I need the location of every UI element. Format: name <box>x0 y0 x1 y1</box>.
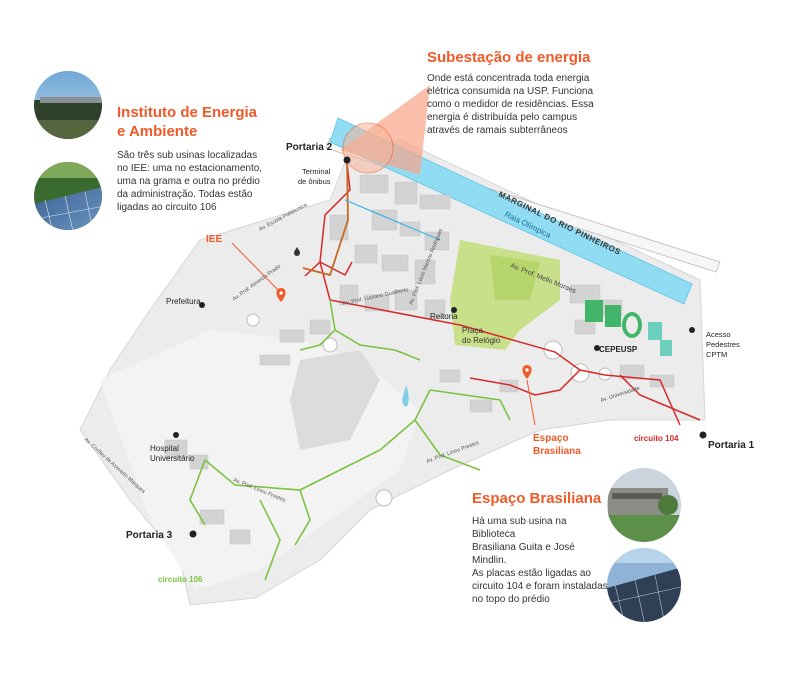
park-2 <box>490 255 540 300</box>
substation-desc-line: como o medidor de residências. Essa <box>427 99 594 110</box>
brasiliana-description: Há uma sub usina na Biblioteca Brasilian… <box>472 515 612 606</box>
terminal-label-2: de ônibus <box>298 177 331 186</box>
iee-desc-line: ligadas ao circuito 106 <box>117 202 217 213</box>
hospital-label-2: Universitário <box>150 454 195 463</box>
acesso-label-3: CPTM <box>706 350 727 359</box>
blue-line <box>344 199 441 241</box>
brasiliana-desc-line: Brasiliana Guita e José Mindlin. <box>472 542 575 566</box>
brasiliana-pin <box>522 365 532 379</box>
espaco-map-label-2: Brasiliana <box>533 446 581 457</box>
substation-desc-line: através de ramais subterrâneos <box>427 125 568 136</box>
iee-pin <box>276 288 286 302</box>
iee-title-line2: e Ambiente <box>117 123 198 140</box>
buildings <box>164 174 675 545</box>
circuit-106-lines <box>189 299 511 581</box>
substation-circle <box>342 122 394 174</box>
portaria3-label: Portaria 3 <box>126 530 173 541</box>
brasiliana-desc-line: As placas estão ligadas ao <box>472 568 591 579</box>
hospital-label-1: Hospital <box>150 444 179 453</box>
terminal-label-1: Terminal <box>302 167 331 176</box>
praca-label-2: do Relógio <box>462 336 501 345</box>
portaria1-label: Portaria 1 <box>708 440 755 451</box>
praca-label-1: Praça <box>462 326 483 335</box>
brasiliana-desc-line: no topo do prédio <box>472 594 550 605</box>
iee-desc-line: São três sub usinas localizadas <box>117 150 258 161</box>
photo-brasiliana-building <box>607 468 681 542</box>
substation-desc-line: energia é distribuída pelo campus <box>427 112 578 123</box>
iee-map-label: IEE <box>206 234 222 245</box>
iee-leader <box>231 242 281 293</box>
circuito106-label: circuito 106 <box>158 575 203 584</box>
substation-desc-line: Onde está concentrada toda energia <box>427 73 590 84</box>
photo-iee-grass <box>34 162 102 230</box>
photo-brasiliana-panels <box>607 548 681 622</box>
espaco-map-label-1: Espaço <box>533 433 569 444</box>
sports-fields <box>585 300 672 356</box>
prefeitura-label: Prefeitura <box>166 297 201 306</box>
central-patch <box>290 350 380 450</box>
iee-desc-line: uma na grama e outra no prédio <box>117 176 260 187</box>
map-pins <box>294 247 300 256</box>
portaria2-label: Portaria 2 <box>286 142 333 153</box>
acesso-label-1: Acesso <box>706 330 731 339</box>
location-dots <box>173 156 707 538</box>
circuit-104-lines <box>304 162 701 426</box>
iee-desc-line: da administração. Todas estão <box>117 189 253 200</box>
iee-title-line1: Instituto de Energia <box>117 104 258 121</box>
substation-description: Onde está concentrada toda energia elétr… <box>427 72 607 137</box>
substation-title: Subestação de energia <box>427 49 591 66</box>
brasiliana-desc-line: Há uma sub usina na Biblioteca <box>472 516 567 540</box>
acesso-label-2: Pedestres <box>706 340 740 349</box>
lake <box>402 385 409 407</box>
brasiliana-leader <box>526 379 536 426</box>
feeder-line <box>302 159 349 277</box>
iee-desc-line: no IEE: uma no estacionamento, <box>117 163 263 174</box>
circuito104-label: circuito 104 <box>634 434 679 443</box>
brasiliana-desc-line: circuito 104 e foram instaladas <box>472 581 608 592</box>
cepeusp-label: CEPEUSP <box>599 345 638 354</box>
substation-desc-line: elétrica consumida na USP. Funciona <box>427 86 594 97</box>
reitoria-label: Reitoria <box>430 312 458 321</box>
iee-description: São três sub usinas localizadas no IEE: … <box>117 149 277 214</box>
photo-iee-parking <box>34 71 102 139</box>
brasiliana-title: Espaço Brasiliana <box>472 490 602 507</box>
iee-title: Instituto de Energia e Ambiente <box>117 103 257 141</box>
